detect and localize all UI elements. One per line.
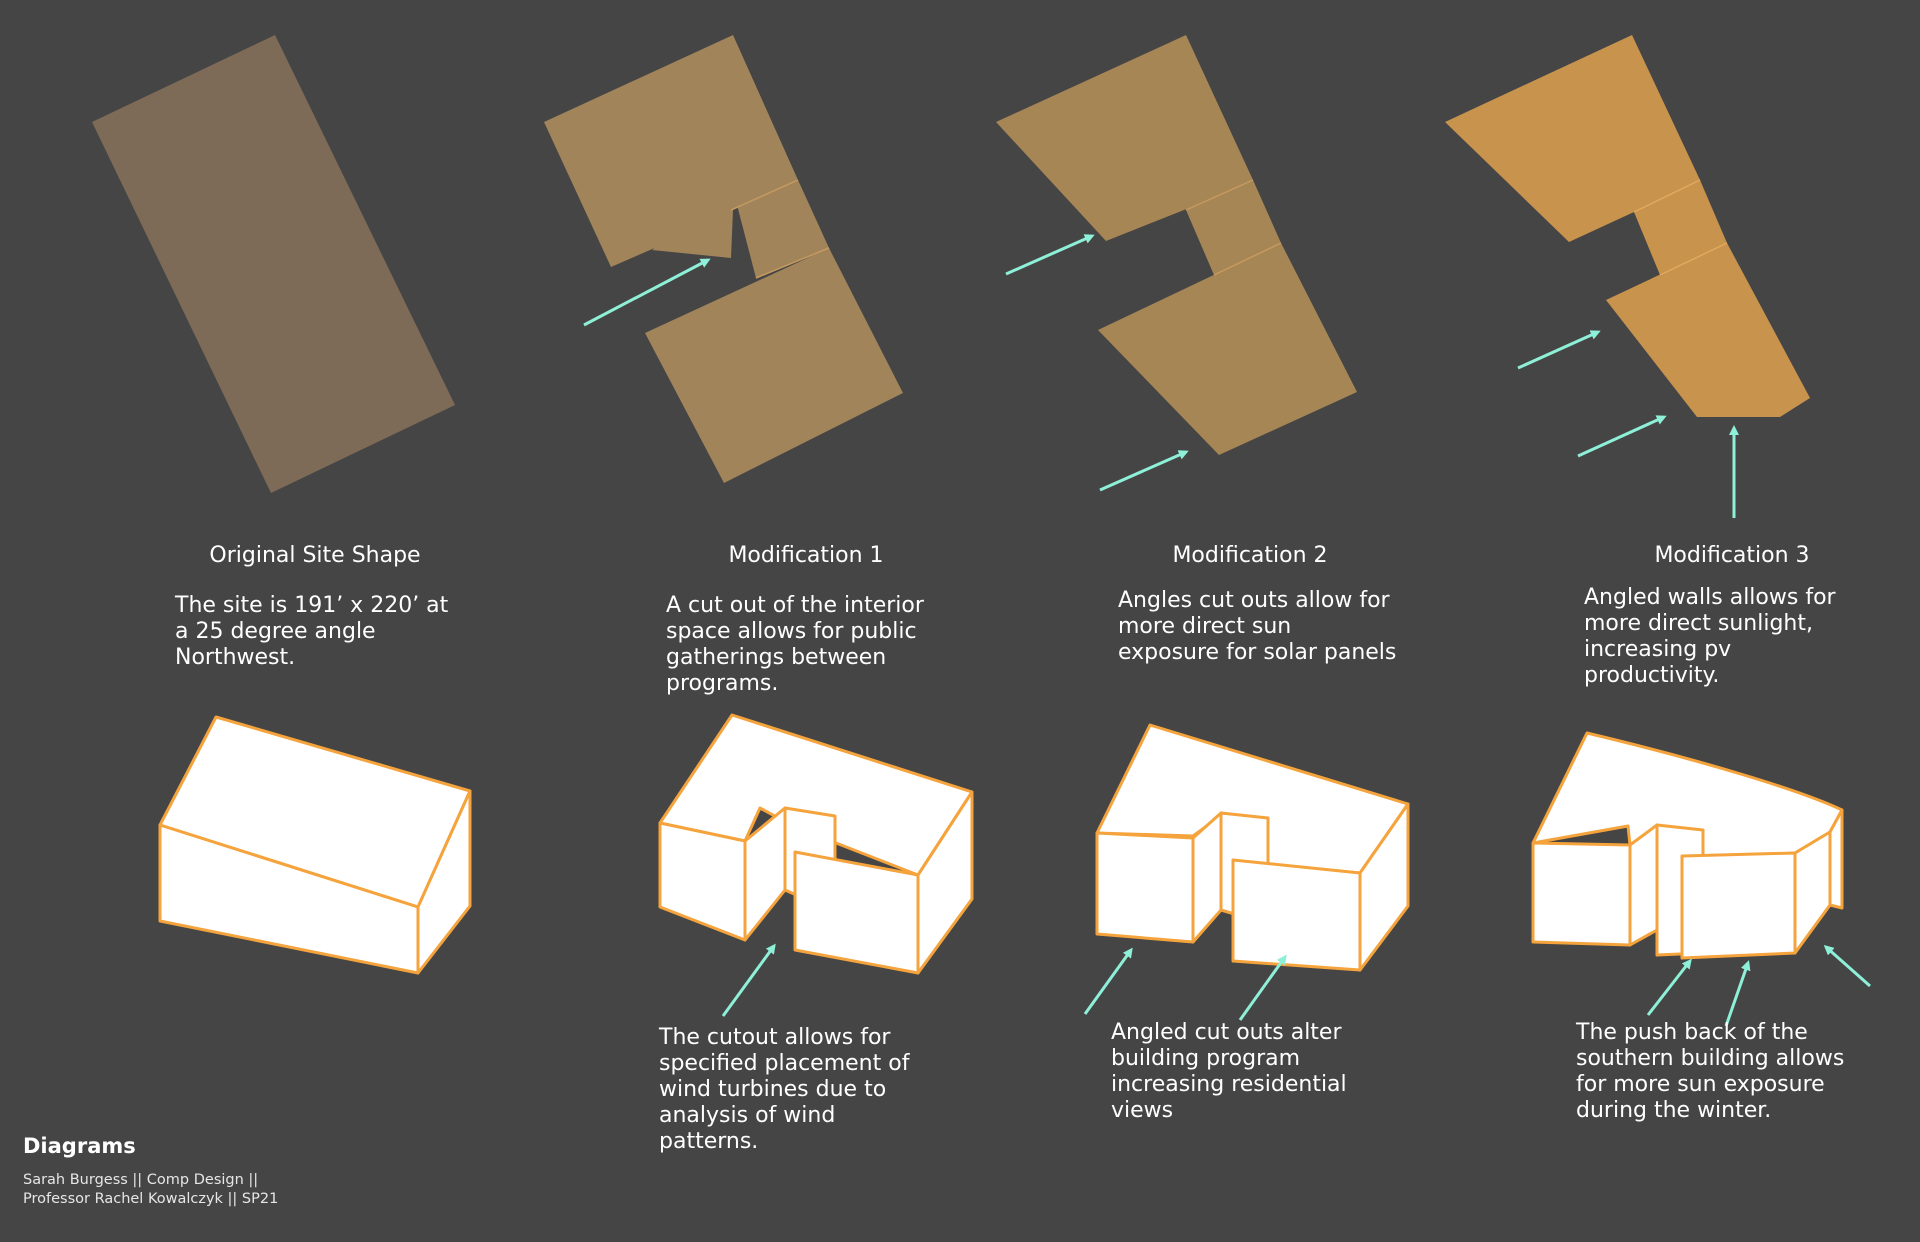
arrow-wind	[721, 943, 776, 1017]
model-description-modification-3: The push back of the southern building a…	[1576, 1020, 1845, 1123]
site-plan-original	[92, 35, 455, 493]
author-credit: Sarah Burgess || Comp Design ||	[23, 1172, 259, 1188]
plan-description-modification-3: Angled walls allows for more direct sunl…	[1584, 585, 1836, 688]
panel-title-original: Original Site Shape	[209, 543, 421, 568]
panel-title-modification-1: Modification 1	[728, 543, 884, 568]
plan-description-original: The site is 191’ x 220’ at a 25 degree a…	[175, 593, 449, 670]
arrow-sun-3	[1823, 945, 1871, 988]
arrow-view-2	[1238, 954, 1287, 1021]
site-plan-modification-2	[996, 35, 1357, 492]
arrow-sun-1	[1646, 958, 1692, 1016]
arrow-sun-2	[1099, 450, 1189, 492]
model-description-modification-1: The cutout allows for specified placemen…	[659, 1025, 910, 1154]
arrow-sun-1	[1005, 234, 1095, 276]
plan-description-modification-2: Angles cut outs allow for more direct su…	[1118, 588, 1397, 665]
arrow-view-1	[1083, 947, 1133, 1015]
block-model-modification-2	[1083, 723, 1410, 1021]
panel-title-modification-3: Modification 3	[1654, 543, 1810, 568]
professor-credit: Professor Rachel Kowalczyk || SP21	[23, 1191, 279, 1207]
arrow-sun-1	[1517, 330, 1601, 370]
site-plan-modification-3	[1445, 35, 1810, 518]
arrow-wind	[583, 258, 711, 327]
arrow-sun-2	[1577, 415, 1667, 458]
block-model-modification-3	[1531, 731, 1871, 1027]
panel-title-modification-2: Modification 2	[1172, 543, 1328, 568]
block-model-original	[158, 715, 472, 975]
block-model-modification-1	[658, 713, 974, 1017]
model-description-modification-2: Angled cut outs alter building program i…	[1111, 1020, 1347, 1123]
plan-description-modification-1: A cut out of the interior space allows f…	[666, 593, 924, 696]
arrow-sun-2	[1724, 960, 1751, 1027]
site-plan-modification-1	[544, 35, 903, 483]
sheet-title: Diagrams	[23, 1134, 136, 1158]
